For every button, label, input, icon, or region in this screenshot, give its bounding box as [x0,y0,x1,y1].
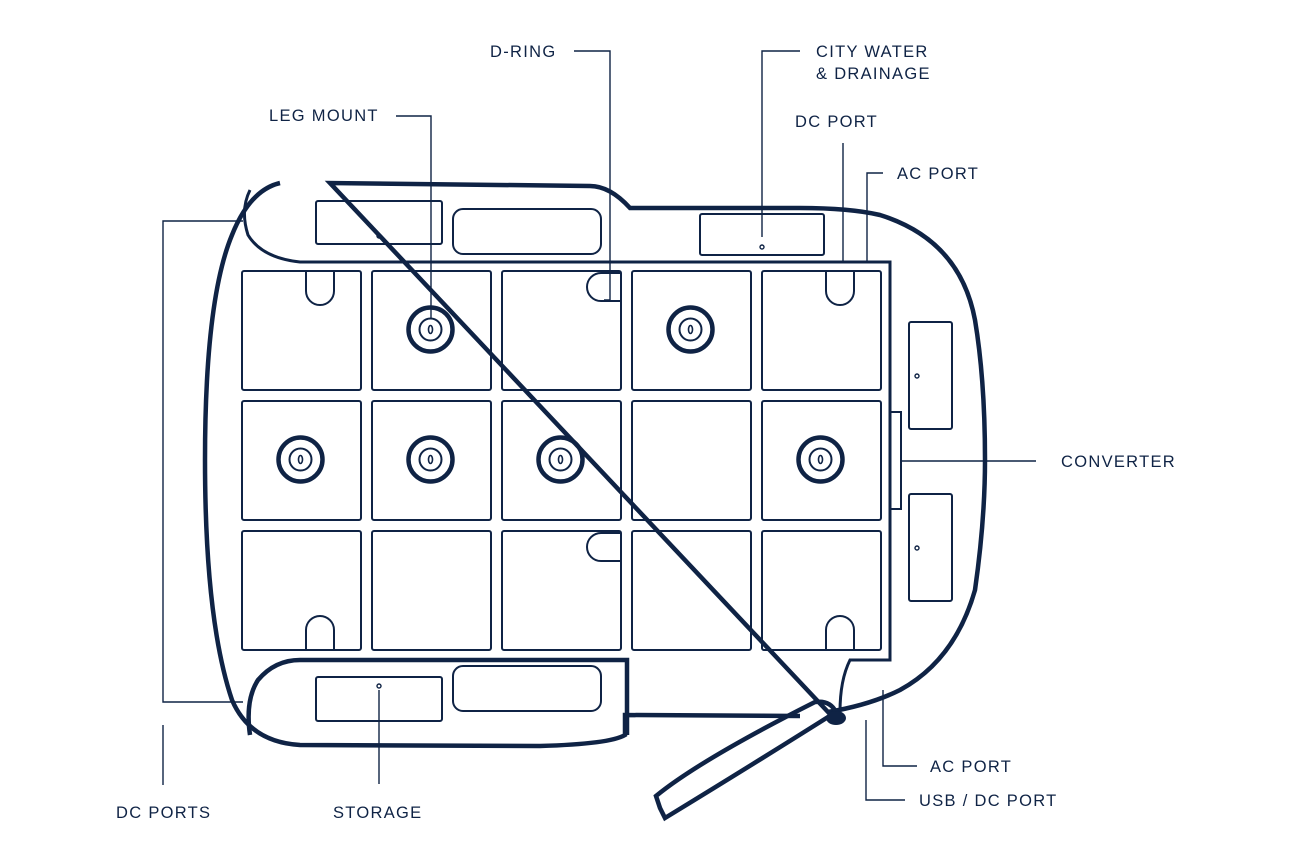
city-water-dot [759,244,765,250]
leg-mount-inner-icon [418,317,443,342]
label-converter: CONVERTER [1061,453,1176,471]
label-storage: STORAGE [333,804,422,822]
bottom-storage-dot [376,683,382,689]
label-ac-port-bottom: AC PORT [930,758,1012,776]
leader-d-ring [574,50,611,301]
label-city-water-line1: CITY WATER [816,43,929,61]
d-ring-icon [586,272,621,302]
leg-mount-inner-icon [548,447,573,472]
grid-cell [501,270,622,391]
leg-mount-icon [406,435,455,484]
top-storage-panel [315,200,443,245]
leg-mount-inner-icon [288,447,313,472]
d-ring-icon [825,271,855,306]
leg-mount-bolt-icon [427,454,434,465]
grid-cell [371,530,492,651]
trailer-outline [202,180,988,749]
d-ring-icon [825,615,855,650]
leg-mount-bolt-icon [297,454,304,465]
leg-mount-bolt-icon [427,324,434,335]
floor-grid [241,270,882,651]
front-door [653,699,839,822]
leg-mount-icon [276,435,325,484]
leg-mount-icon [796,435,845,484]
label-usb-dc-port: USB / DC PORT [919,792,1058,810]
label-city-water-line2: & DRAINAGE [816,65,931,83]
leader-leg-mount [396,115,432,318]
grid-cell [761,270,882,391]
grid-cell [761,530,882,651]
storage-bin-top-left [243,189,892,713]
door-hinge [826,711,846,725]
label-dc-ports: DC PORTS [116,804,211,822]
right-panel-upper-dot [914,373,920,379]
leader-ac-port-top [866,172,883,262]
leader-usb-dc-port [865,720,905,801]
converter-box [889,411,902,510]
label-leg-mount: LEG MOUNT [269,107,379,125]
d-ring-icon [305,271,335,306]
leg-mount-inner-icon [678,317,703,342]
leg-mount-icon [536,435,585,484]
leg-mount-bolt-icon [557,454,564,465]
grid-cell [501,530,622,651]
grid-cell [241,270,362,391]
right-panel-lower-dot [914,545,920,551]
grid-cell [631,530,752,651]
leg-mount-inner-icon [808,447,833,472]
label-d-ring: D-RING [490,43,556,61]
leader-lines [162,50,1036,801]
grid-cell [631,400,752,521]
leader-ac-port-bottom [882,690,917,767]
leg-mount-bolt-icon [687,324,694,335]
grid-cell [631,270,752,391]
d-ring-icon [586,532,621,562]
leader-dc-ports [162,220,243,703]
grid-cell [241,400,362,521]
bottom-storage-bin [452,665,602,712]
leg-mount-icon [666,305,715,354]
d-ring-icon [305,615,335,650]
leg-mount-inner-icon [418,447,443,472]
storage-bin-bottom-left [246,657,630,736]
right-panel-lower [908,493,953,602]
leader-city-water [761,50,800,237]
label-ac-port-top: AC PORT [897,165,979,183]
grid-cell [241,530,362,651]
right-panel-upper [908,321,953,430]
grid-cell [371,400,492,521]
top-storage-dot [376,233,382,239]
top-storage-bin [452,208,602,255]
grid-cell [761,400,882,521]
grid-cell [501,400,622,521]
leg-mount-bolt-icon [817,454,824,465]
label-dc-port-top: DC PORT [795,113,878,131]
